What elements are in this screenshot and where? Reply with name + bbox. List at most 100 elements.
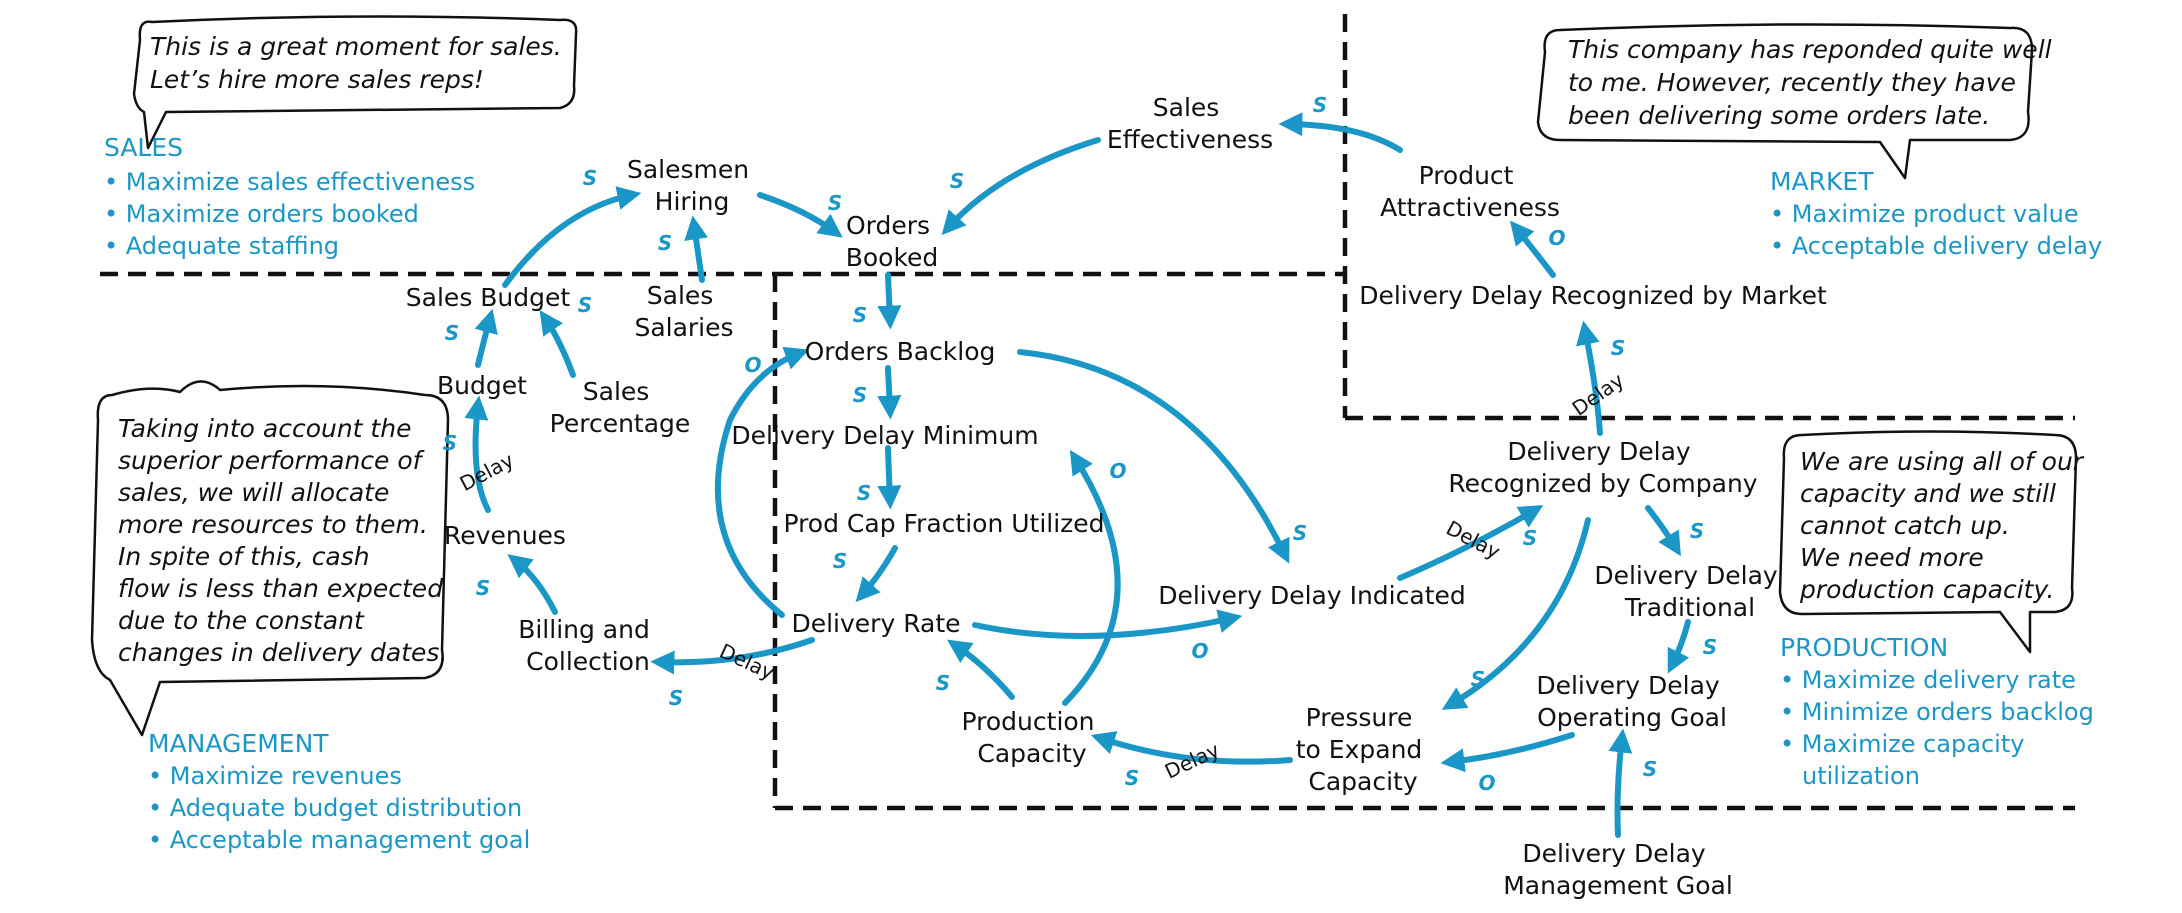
node-delivery-delay-operating-goal: Delivery Delay Operating Goal xyxy=(1536,671,1727,732)
delay-label: Delay xyxy=(716,639,778,685)
polarity-label: S xyxy=(853,303,867,327)
polarity-label: S xyxy=(1313,93,1327,117)
goal-item: • Maximize capacity xyxy=(1780,730,2024,758)
link-sales-budget-to-salesmen-hiring xyxy=(502,186,642,288)
bubble-production-line: cannot catch up. xyxy=(1800,511,2010,540)
node-salesmen-hiring: Salesmen Hiring xyxy=(627,155,757,216)
polarity-label: S xyxy=(658,231,672,255)
svg-text:Taking into account the: Taking into account the superior perform… xyxy=(118,414,451,667)
link-orders-backlog-to-delivery-delay-minimum xyxy=(877,365,902,420)
link-delivery-delay-indicated-to-recognized-by-company xyxy=(1397,505,1544,581)
link-recognized-by-company-to-recognized-by-market xyxy=(1576,320,1603,436)
node-orders-booked: Orders Booked xyxy=(846,211,939,272)
polarity-label: O xyxy=(1109,459,1126,483)
goal-item: • Minimize orders backlog xyxy=(1780,698,2094,726)
polarity-label: S xyxy=(1690,519,1704,543)
node-sales-salaries: Sales Salaries xyxy=(634,281,733,342)
polarity-label: O xyxy=(744,353,761,377)
section-title-management: MANAGEMENT xyxy=(148,729,329,758)
goal-item: • Acceptable delivery delay xyxy=(1770,232,2102,260)
polarity-label: S xyxy=(443,431,457,455)
goal-item: • Adequate budget distribution xyxy=(148,794,522,822)
node-delivery-delay-traditional: Delivery Delay Traditional xyxy=(1594,561,1785,622)
link-budget-to-sales-budget xyxy=(474,308,498,368)
polarity-label: S xyxy=(950,169,964,193)
node-delivery-rate: Delivery Rate xyxy=(791,609,960,638)
bubble-production-line: capacity and we still xyxy=(1800,479,2056,508)
link-traditional-to-operating-goal xyxy=(1667,619,1691,674)
goal-item: • Maximize product value xyxy=(1770,200,2079,228)
bubble-management-line: more resources to them. xyxy=(118,510,428,539)
link-recognized-by-market-to-product-attractiveness xyxy=(1509,220,1556,278)
polarity-label: O xyxy=(1191,639,1208,663)
node-sales-percentage: Sales Percentage xyxy=(550,377,691,438)
polarity-label: S xyxy=(857,481,871,505)
goal-item: • Adequate staffing xyxy=(104,232,339,260)
link-delivery-rate-to-delivery-delay-indicated xyxy=(972,609,1243,639)
link-delivery-rate-to-orders-backlog xyxy=(714,346,809,618)
polarity-markers: S S S S S S S S S O S O O S S S S S S S … xyxy=(443,93,1717,795)
link-orders-backlog-to-delivery-delay-indicated xyxy=(1017,349,1290,564)
bubble-management: Taking into account the superior perform… xyxy=(90,380,451,737)
bubble-management-shape xyxy=(90,380,450,737)
link-prod-cap-fraction-to-delivery-rate xyxy=(855,545,898,603)
polarity-label: S xyxy=(669,686,683,710)
svg-text:We are using all of our: We are using all of our capacity and we … xyxy=(1799,447,2091,604)
link-delivery-rate-to-billing xyxy=(650,637,815,675)
bubble-production-line: We are using all of our xyxy=(1800,447,2085,476)
node-delivery-delay-management-goal: Delivery Delay Management Goal xyxy=(1503,839,1733,900)
bubble-management-line: In spite of this, cash xyxy=(118,542,370,571)
node-delivery-delay-recognized-by-company: Delivery Delay Recognized by Company xyxy=(1448,437,1757,498)
link-salesmen-hiring-to-orders-booked xyxy=(757,192,843,238)
svg-text:This is a great moment for sal: This is a great moment for sales. Let’s … xyxy=(150,32,570,94)
polarity-label: S xyxy=(476,576,490,600)
link-sales-percentage-to-sales-budget xyxy=(539,310,576,378)
bubble-management-line: changes in delivery dates. xyxy=(118,638,447,667)
bubble-management-line: flow is less than expected xyxy=(118,574,443,603)
causal-links xyxy=(464,112,1691,838)
polarity-label: S xyxy=(1703,635,1717,659)
link-production-capacity-to-delivery-rate xyxy=(947,639,1015,700)
section-market: MARKET • Maximize product value • Accept… xyxy=(1770,167,2102,260)
link-management-goal-to-operating-goal xyxy=(1608,728,1633,838)
polarity-label: S xyxy=(1611,336,1625,360)
node-sales-effectiveness: Sales Effectiveness xyxy=(1107,93,1273,154)
node-production-capacity: Production Capacity xyxy=(962,707,1103,768)
node-delivery-delay-minimum: Delivery Delay Minimum xyxy=(731,421,1038,450)
goal-item: • Maximize sales effectiveness xyxy=(104,168,475,196)
node-delivery-delay-recognized-by-market: Delivery Delay Recognized by Market xyxy=(1359,281,1827,310)
bubble-production-line: We need more xyxy=(1800,543,1984,572)
bubble-market: This company has reponded quite well to … xyxy=(1536,23,2060,180)
svg-text:This company has reponded quit: This company has reponded quite well to … xyxy=(1568,35,2060,130)
goal-item: • Maximize orders booked xyxy=(104,200,419,228)
bubble-management-line: Taking into account the xyxy=(118,414,411,443)
polarity-label: S xyxy=(936,671,950,695)
link-revenues-to-budget xyxy=(464,395,491,513)
link-sales-salaries-to-salesmen-hiring xyxy=(684,215,708,283)
section-title-production: PRODUCTION xyxy=(1780,633,1948,662)
goal-item: • Acceptable management goal xyxy=(148,826,530,854)
link-billing-to-revenues xyxy=(507,554,558,615)
bubble-production-shape xyxy=(1778,430,2078,654)
bubble-management-line: due to the constant xyxy=(118,606,365,635)
bubble-market-line: to me. However, recently they have xyxy=(1568,68,2016,97)
link-pressure-to-production-capacity xyxy=(1090,731,1293,765)
bubble-production: We are using all of our capacity and we … xyxy=(1778,430,2091,654)
polarity-label: S xyxy=(833,549,847,573)
node-prod-cap-fraction-utilized: Prod Cap Fraction Utilized xyxy=(783,509,1104,538)
link-recognized-by-company-to-pressure xyxy=(1441,517,1591,710)
polarity-label: S xyxy=(1293,521,1307,545)
bubble-management-line: sales, we will allocate xyxy=(118,478,389,507)
polarity-label: S xyxy=(445,321,459,345)
section-management: MANAGEMENT • Maximize revenues • Adequat… xyxy=(148,729,530,854)
node-revenues: Revenues xyxy=(444,521,566,550)
goal-item: • Maximize delivery rate xyxy=(1780,666,2076,694)
link-sales-effectiveness-to-orders-booked xyxy=(941,137,1101,236)
link-product-attractiveness-to-sales-effectiveness xyxy=(1278,112,1403,153)
node-billing-and-collection: Billing and Collection xyxy=(518,615,658,676)
bubble-market-line: been delivering some orders late. xyxy=(1568,101,1990,130)
node-budget: Budget xyxy=(437,371,527,400)
node-sales-budget: Sales Budget xyxy=(406,283,571,312)
link-production-capacity-to-delivery-delay-minimum xyxy=(1062,449,1121,706)
